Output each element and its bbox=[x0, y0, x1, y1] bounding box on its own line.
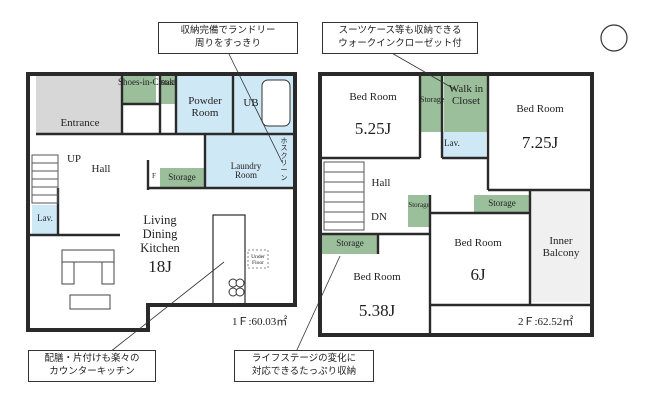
powder-room-label: Powder Room bbox=[188, 95, 222, 119]
bed-room-3-label: Bed Room bbox=[454, 237, 502, 249]
wic-floor bbox=[444, 74, 488, 132]
shelf-label: Shelf bbox=[160, 79, 176, 87]
bed-room-1-size: 5.25J bbox=[354, 119, 392, 138]
north-arrow-icon bbox=[600, 24, 628, 52]
callout-closet: スーツケース等も収納できる ウォークインクローゼット付 bbox=[322, 22, 478, 54]
callout-storage: ライフステージの変化に 対応できるたっぷり収納 bbox=[234, 350, 374, 382]
storage-a-floor bbox=[160, 168, 204, 188]
floor-2-area: 2Ｆ:62.52㎡ bbox=[518, 316, 574, 328]
shelf-small-label: F bbox=[152, 172, 156, 180]
entrance-label: Entrance bbox=[60, 117, 100, 129]
under-floor-mark bbox=[247, 249, 269, 269]
callout-kitchen: 配膳・片付けも楽々の カウンターキッチン bbox=[28, 350, 156, 382]
storage-left-floor bbox=[322, 234, 378, 254]
ub-label: UB bbox=[243, 97, 259, 109]
shoes-in-cloak-label: Shoes-in-Cloak bbox=[118, 77, 174, 87]
storage-top-floor bbox=[420, 74, 442, 132]
bed-room-4-size: 5.38J bbox=[358, 301, 396, 320]
floor-2-outer-wall bbox=[318, 72, 594, 337]
storage-1f-a-label: Storage bbox=[168, 172, 196, 182]
bathtub bbox=[261, 79, 291, 127]
shelf-floor bbox=[160, 74, 176, 104]
storage-right-floor bbox=[474, 195, 530, 213]
lav-1f-label: Lav. bbox=[37, 213, 53, 223]
callout-laundry: 収納完備でランドリー 周りをすっきり bbox=[158, 22, 298, 54]
ldk-size: 18J bbox=[148, 257, 172, 276]
dn-label: DN bbox=[371, 211, 387, 223]
floor-2-plan bbox=[318, 72, 594, 337]
powder-room-floor bbox=[176, 74, 233, 134]
hall-2f-label: Hall bbox=[371, 177, 391, 189]
up-label: UP bbox=[66, 153, 82, 165]
inner-balcony-label: Inner Balcony bbox=[542, 235, 580, 259]
laundry-floor bbox=[205, 134, 295, 188]
storage-2f-mid-label: Storage bbox=[408, 201, 430, 209]
floor-1-outer-wall bbox=[26, 72, 297, 332]
storage-2f-left-label: Storage bbox=[336, 238, 364, 248]
entrance-floor bbox=[36, 74, 122, 134]
storage-2f-top-label: Storage bbox=[420, 95, 445, 104]
laundry-room-label: Laundry Room bbox=[230, 161, 262, 181]
bed-room-2-label: Bed Room bbox=[516, 103, 564, 115]
bed-room-3-size: 6J bbox=[470, 265, 486, 284]
lav-2f-label: Lav. bbox=[444, 138, 460, 148]
stairs-1f bbox=[31, 154, 59, 204]
shoes-in-cloak-floor bbox=[122, 74, 156, 104]
kitchen-stove bbox=[228, 278, 245, 297]
under-floor-label: Under Floor bbox=[251, 254, 265, 266]
sofa bbox=[61, 249, 115, 310]
lav-2-floor bbox=[442, 132, 486, 158]
floor-1-area: 1Ｆ:60.03㎡ bbox=[232, 316, 288, 328]
ldk-line2: Dining bbox=[142, 227, 178, 241]
hall-1f-label: Hall bbox=[91, 163, 111, 175]
lav-1-floor bbox=[32, 205, 58, 235]
hoscreen-label: ホスクリーン bbox=[280, 137, 288, 182]
floor-1-plan bbox=[26, 72, 297, 332]
balcony-floor bbox=[530, 190, 592, 302]
ldk-line1: Living bbox=[143, 213, 177, 227]
bed-room-2-size: 7.25J bbox=[521, 133, 559, 152]
bed-room-4-label: Bed Room bbox=[353, 271, 401, 283]
storage-mid-floor bbox=[408, 195, 430, 227]
bed-room-1-label: Bed Room bbox=[349, 91, 397, 103]
storage-2f-right-label: Storage bbox=[488, 198, 516, 208]
walk-in-closet-label: Walk in Closet bbox=[448, 83, 484, 107]
ldk-line3: Kitchen bbox=[140, 241, 180, 255]
stairs-2f bbox=[323, 161, 365, 231]
